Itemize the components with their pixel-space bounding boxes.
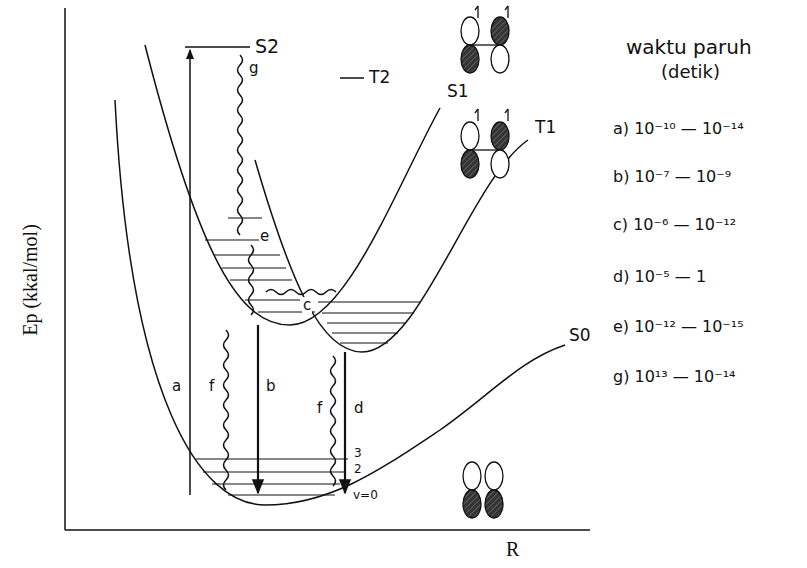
y-axis: [64, 8, 66, 530]
transition-letter: a: [171, 378, 182, 395]
relaxation-wave: [249, 245, 254, 315]
s0-curve: [115, 100, 565, 505]
state-name: T1: [534, 118, 557, 137]
transition-letter: d: [353, 400, 365, 417]
half-life-entry: g) 10¹³ — 10⁻¹⁴: [612, 368, 736, 386]
transition-letter: f: [316, 400, 323, 417]
axis-title: R: [505, 538, 520, 560]
orbital-s1: [461, 109, 509, 178]
axis-title: Ep (kkal/mol): [19, 223, 41, 337]
transition-letter: f: [208, 378, 215, 395]
vibrational-number: v=0: [352, 489, 379, 502]
half-life-entry: b) 10⁻⁷ — 10⁻⁹: [612, 168, 732, 186]
transition-letter: c: [302, 297, 312, 314]
half-life-entry: e) 10⁻¹² — 10⁻¹⁵: [612, 318, 745, 336]
transition-letter: e: [259, 228, 270, 245]
list-heading: waktu paruh: [625, 36, 753, 58]
state-name: S0: [568, 326, 592, 345]
s1-vibrational-levels: [205, 218, 315, 312]
phosphorescence-arrow: [344, 352, 346, 493]
fluorescence-arrow: [257, 325, 259, 493]
orbital-s0: [463, 462, 503, 518]
s2-level: [185, 46, 250, 48]
half-life-entry: a) 10⁻¹⁰ — 10⁻¹⁴: [612, 120, 745, 138]
nonradiative-wave: [224, 330, 229, 490]
intersystem-crossing-wave: [266, 290, 336, 295]
s0-vibrational-levels: [196, 459, 348, 495]
list-heading: (detik): [660, 62, 721, 82]
nonradiative-wave: [331, 356, 336, 486]
x-axis: [65, 529, 590, 531]
internal-conversion-wave: [238, 55, 243, 235]
t1-curve: [255, 140, 528, 352]
vibrational-number: 3: [353, 447, 363, 460]
state-name: S2: [254, 36, 280, 57]
half-life-entry: d) 10⁻⁵ — 1: [612, 268, 707, 286]
transition-letter: b: [265, 378, 277, 395]
transition-letter: g: [248, 60, 260, 77]
half-life-entry: c) 10⁻⁶ — 10⁻¹²: [612, 216, 737, 234]
state-name: T2: [368, 68, 391, 87]
t1-vibrational-levels: [318, 302, 420, 343]
state-name: S1: [446, 82, 470, 101]
absorption-arrow: [189, 50, 191, 495]
orbital-s2: [461, 6, 509, 73]
t2-level: [340, 77, 364, 79]
vibrational-number: 2: [353, 463, 363, 476]
